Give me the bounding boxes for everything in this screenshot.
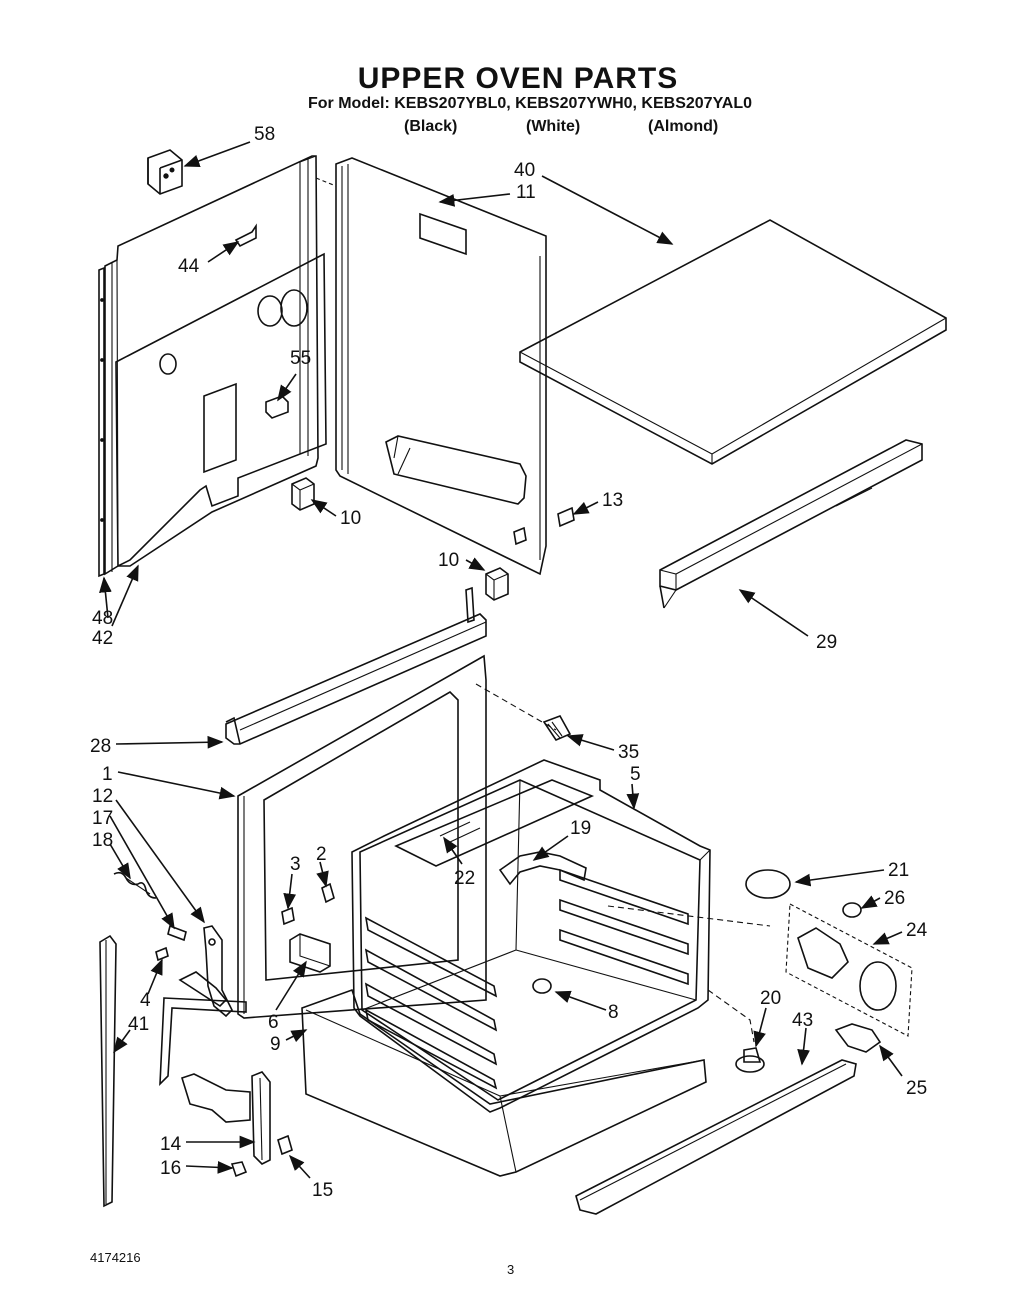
color-black-label: (Black) bbox=[404, 118, 458, 135]
part-44-clip bbox=[234, 223, 257, 248]
callout-19: 19 bbox=[570, 818, 591, 839]
callout-44: 44 bbox=[178, 256, 200, 277]
callout-13: 13 bbox=[602, 490, 623, 511]
part-2-pin bbox=[321, 882, 335, 904]
callout-15: 15 bbox=[312, 1180, 333, 1201]
part-10-spacer-upper bbox=[291, 477, 315, 511]
callout-28: 28 bbox=[90, 736, 111, 757]
callout-35: 35 bbox=[618, 742, 639, 763]
part-4-screw bbox=[155, 946, 169, 962]
part-6-bracket bbox=[289, 933, 331, 973]
callout-42: 42 bbox=[92, 628, 113, 649]
part-58-bracket bbox=[147, 149, 183, 195]
callout-21: 21 bbox=[888, 860, 909, 881]
callout-48: 48 bbox=[92, 608, 113, 629]
part-5-oven-cavity bbox=[351, 759, 711, 1113]
part-19-tube bbox=[498, 851, 587, 886]
callout-8: 8 bbox=[608, 1002, 619, 1023]
callout-22: 22 bbox=[454, 868, 475, 889]
callout-2: 2 bbox=[316, 844, 327, 865]
callout-29: 29 bbox=[816, 632, 837, 653]
part-13-clip bbox=[557, 506, 575, 528]
callout-26: 26 bbox=[884, 888, 905, 909]
callout-11: 11 bbox=[516, 182, 536, 203]
callout-43: 43 bbox=[792, 1010, 813, 1031]
part-28-front-frame-top bbox=[225, 586, 487, 745]
part-9-bottom-cover bbox=[301, 988, 707, 1177]
part-24-light-housing bbox=[785, 903, 913, 1037]
part-26-washer bbox=[842, 902, 862, 918]
callout-4: 4 bbox=[140, 990, 151, 1011]
callout-55: 55 bbox=[290, 348, 311, 369]
part-21-cover bbox=[745, 869, 791, 899]
callout-6: 6 bbox=[268, 1012, 279, 1033]
callout-3: 3 bbox=[290, 854, 301, 875]
part-40-top-panel bbox=[519, 219, 947, 465]
callout-1: 1 bbox=[102, 764, 113, 785]
inner-insulation-panel bbox=[115, 252, 327, 568]
part-43-rail bbox=[575, 1059, 857, 1215]
part-11-back-panel bbox=[335, 157, 547, 576]
callout-10b: 10 bbox=[438, 550, 459, 571]
color-almond-label: (Almond) bbox=[648, 118, 719, 135]
part-41-door-strip bbox=[99, 934, 117, 1208]
page-number: 3 bbox=[507, 1262, 515, 1277]
document-number: 4174216 bbox=[90, 1250, 141, 1265]
callout-16: 16 bbox=[160, 1158, 181, 1179]
callout-10a: 10 bbox=[340, 508, 361, 529]
callout-14: 14 bbox=[160, 1134, 182, 1155]
callout-17: 17 bbox=[92, 808, 113, 829]
callout-18: 18 bbox=[92, 830, 113, 851]
part-12-hinge bbox=[178, 925, 233, 1018]
part-16-nut bbox=[230, 1161, 248, 1178]
part-10-spacer-lower bbox=[485, 567, 509, 601]
callout-labels: 58 44 55 40 11 10 13 10 48 42 29 28 35 1… bbox=[90, 124, 928, 1201]
callout-9: 9 bbox=[270, 1034, 281, 1055]
part-55-clip bbox=[265, 395, 289, 419]
part-29-rail bbox=[659, 439, 923, 609]
part-15-screw bbox=[277, 1134, 293, 1156]
callout-5: 5 bbox=[630, 764, 641, 785]
callout-24: 24 bbox=[906, 920, 928, 941]
model-list: For Model: KEBS207YBL0, KEBS207YWH0, KEB… bbox=[308, 95, 752, 112]
part-14-hinge-assembly bbox=[159, 997, 271, 1165]
callout-40: 40 bbox=[514, 160, 535, 181]
callout-25: 25 bbox=[906, 1078, 927, 1099]
part-25-bulb bbox=[834, 1023, 882, 1053]
callout-41: 41 bbox=[128, 1014, 149, 1035]
callout-20: 20 bbox=[760, 988, 781, 1009]
part-1-front-frame bbox=[237, 654, 487, 1019]
part-3-pin bbox=[281, 906, 295, 926]
part-48-side-trim bbox=[98, 266, 105, 578]
part-35-sensor bbox=[542, 715, 572, 741]
callout-arrows bbox=[99, 141, 903, 1179]
callout-58: 58 bbox=[254, 124, 275, 145]
color-white-label: (White) bbox=[526, 118, 581, 135]
page-title: UPPER OVEN PARTS bbox=[357, 62, 679, 95]
part-17-roller bbox=[167, 924, 187, 942]
part-20-bracket bbox=[735, 1047, 765, 1073]
callout-12: 12 bbox=[92, 786, 113, 807]
